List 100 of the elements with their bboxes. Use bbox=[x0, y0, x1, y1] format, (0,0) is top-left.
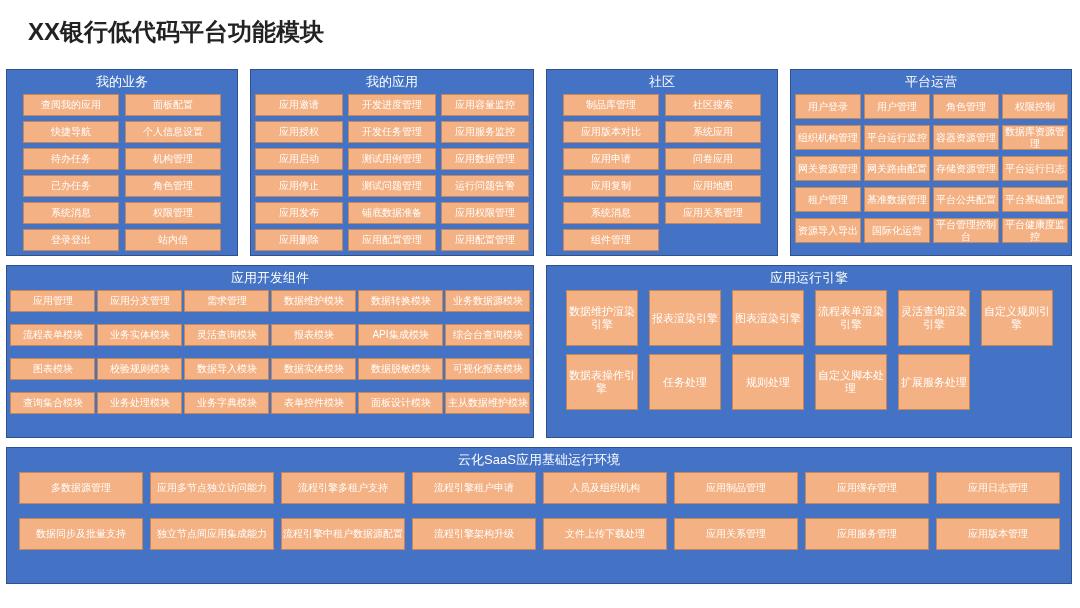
function-box: 自定义脚本处理 bbox=[814, 354, 887, 410]
function-box: 数据同步及批量支持 bbox=[18, 518, 143, 550]
function-box: 测试问题管理 bbox=[348, 175, 436, 197]
function-box: 查询集合模块 bbox=[10, 392, 95, 414]
function-box: 独立节点间应用集成能力 bbox=[149, 518, 274, 550]
function-box: 平台运行日志 bbox=[1001, 156, 1068, 181]
function-box: 规则处理 bbox=[731, 354, 804, 410]
function-box: 国际化运营 bbox=[863, 218, 930, 243]
function-box: 应用日志管理 bbox=[935, 472, 1060, 504]
function-box: 机构管理 bbox=[125, 148, 221, 170]
function-box: 应用服务监控 bbox=[441, 121, 529, 143]
function-box: 流程表单渲染引擎 bbox=[814, 290, 887, 346]
function-box: 应用配置管理 bbox=[441, 229, 529, 251]
function-box: 流程引擎架构升级 bbox=[411, 518, 536, 550]
function-box: 自定义规则引擎 bbox=[980, 290, 1053, 346]
function-box: 系统消息 bbox=[23, 202, 119, 224]
function-box: 用户登录 bbox=[794, 94, 861, 119]
panel-title: 社区 bbox=[649, 73, 675, 91]
function-box: 需求管理 bbox=[184, 290, 269, 312]
function-box: 系统消息 bbox=[563, 202, 659, 224]
function-box: 存储资源管理 bbox=[932, 156, 999, 181]
function-box: 数据导入模块 bbox=[184, 358, 269, 380]
function-box: 快捷导航 bbox=[23, 121, 119, 143]
function-box: 扩展服务处理 bbox=[897, 354, 970, 410]
function-box: 基准数据管理 bbox=[863, 187, 930, 212]
function-box: 问卷应用 bbox=[665, 148, 761, 170]
function-box: 数据表操作引擎 bbox=[565, 354, 638, 410]
function-box: 任务处理 bbox=[648, 354, 721, 410]
function-box: 流程引擎中租户数据源配置 bbox=[280, 518, 405, 550]
panel-title: 我的应用 bbox=[366, 73, 418, 91]
function-box: 制品库管理 bbox=[563, 94, 659, 116]
function-box: 综合台查询模块 bbox=[445, 324, 530, 346]
function-box: 应用容量监控 bbox=[441, 94, 529, 116]
function-box: 校验规则模块 bbox=[97, 358, 182, 380]
function-box: 运行问题告警 bbox=[441, 175, 529, 197]
function-box: 应用管理 bbox=[10, 290, 95, 312]
function-box: 平台公共配置 bbox=[932, 187, 999, 212]
function-box: 登录登出 bbox=[23, 229, 119, 251]
function-box: 灵活查询渲染引擎 bbox=[897, 290, 970, 346]
function-box: 多数据源管理 bbox=[18, 472, 143, 504]
function-box: 应用关系管理 bbox=[665, 202, 761, 224]
function-box: 流程引擎多租户支持 bbox=[280, 472, 405, 504]
function-box: 测试用例管理 bbox=[348, 148, 436, 170]
function-box: 数据维护模块 bbox=[271, 290, 356, 312]
function-box: 平台运行监控 bbox=[863, 125, 930, 150]
function-box: 灵活查询模块 bbox=[184, 324, 269, 346]
function-box: 铺底数据准备 bbox=[348, 202, 436, 224]
function-box: 角色管理 bbox=[125, 175, 221, 197]
panel-title: 我的业务 bbox=[96, 73, 148, 91]
panel-title: 应用运行引擎 bbox=[770, 269, 848, 287]
function-box: 图表渲染引擎 bbox=[731, 290, 804, 346]
function-box: 应用发布 bbox=[255, 202, 343, 224]
function-box: 应用服务管理 bbox=[804, 518, 929, 550]
function-box: 应用配置管理 bbox=[348, 229, 436, 251]
function-box: 流程表单模块 bbox=[10, 324, 95, 346]
module-panel bbox=[546, 265, 1072, 438]
function-box: 应用邀请 bbox=[255, 94, 343, 116]
function-box: 应用删除 bbox=[255, 229, 343, 251]
function-box: 面板设计模块 bbox=[358, 392, 443, 414]
function-box: 人员及组织机构 bbox=[542, 472, 667, 504]
function-box: 业务字典模块 bbox=[184, 392, 269, 414]
function-box: 应用多节点独立访问能力 bbox=[149, 472, 274, 504]
module-panel bbox=[250, 69, 534, 256]
module-panel bbox=[6, 69, 238, 256]
function-box: 网关路由配置 bbox=[863, 156, 930, 181]
function-box: 站内信 bbox=[125, 229, 221, 251]
function-box: 应用分支管理 bbox=[97, 290, 182, 312]
function-box: 应用启动 bbox=[255, 148, 343, 170]
function-box: API集成模块 bbox=[358, 324, 443, 346]
function-box: 报表渲染引擎 bbox=[648, 290, 721, 346]
panel-title: 云化SaaS应用基础运行环境 bbox=[458, 451, 620, 469]
function-box: 数据库资源管理 bbox=[1001, 125, 1068, 150]
function-box: 主从数据维护模块 bbox=[445, 392, 530, 414]
function-box: 个人信息设置 bbox=[125, 121, 221, 143]
function-box: 平台健康度监控 bbox=[1001, 218, 1068, 243]
function-box: 网关资源管理 bbox=[794, 156, 861, 181]
function-box: 应用停止 bbox=[255, 175, 343, 197]
module-panel bbox=[6, 447, 1072, 584]
function-box: 文件上传下载处理 bbox=[542, 518, 667, 550]
function-box: 角色管理 bbox=[932, 94, 999, 119]
function-box: 数据维护渲染引擎 bbox=[565, 290, 638, 346]
function-box: 应用数据管理 bbox=[441, 148, 529, 170]
function-box: 应用缓存管理 bbox=[804, 472, 929, 504]
function-box: 用户管理 bbox=[863, 94, 930, 119]
function-box: 数据实体模块 bbox=[271, 358, 356, 380]
function-box: 数据脱敏模块 bbox=[358, 358, 443, 380]
function-box: 报表模块 bbox=[271, 324, 356, 346]
function-box: 容器资源管理 bbox=[932, 125, 999, 150]
function-box: 应用制品管理 bbox=[673, 472, 798, 504]
function-box: 组件管理 bbox=[563, 229, 659, 251]
function-box: 应用权限管理 bbox=[441, 202, 529, 224]
function-box: 图表模块 bbox=[10, 358, 95, 380]
function-box: 应用地图 bbox=[665, 175, 761, 197]
function-box: 资源导入导出 bbox=[794, 218, 861, 243]
function-box: 业务数据源模块 bbox=[445, 290, 530, 312]
function-box: 可视化报表模块 bbox=[445, 358, 530, 380]
function-box: 面板配置 bbox=[125, 94, 221, 116]
function-box: 平台管理控制台 bbox=[932, 218, 999, 243]
function-box: 应用申请 bbox=[563, 148, 659, 170]
function-box: 开发任务管理 bbox=[348, 121, 436, 143]
